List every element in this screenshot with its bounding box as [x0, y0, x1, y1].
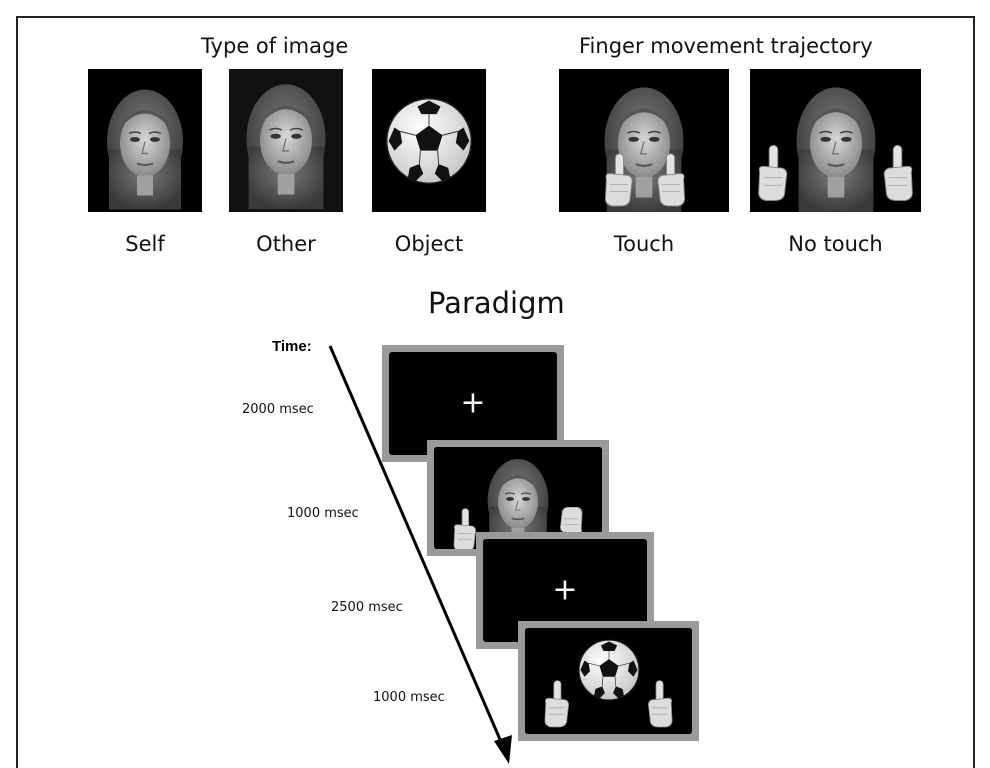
duration-2: 1000 msec — [287, 506, 359, 521]
touch-label: Touch — [613, 232, 675, 256]
finger-trajectory-heading: Finger movement trajectory — [579, 34, 873, 58]
other-face-image — [229, 69, 343, 212]
fixation-cross-icon: + — [460, 384, 486, 420]
duration-4: 1000 msec — [373, 690, 445, 705]
ball-with-fingers-image — [525, 628, 692, 734]
type-of-image-heading: Type of image — [201, 34, 349, 58]
no-touch-label: No touch — [788, 232, 883, 256]
face-fingers-no-touch-image — [750, 69, 921, 212]
screen-ball-stimulus — [518, 621, 699, 741]
face-fingers-touch-image — [559, 69, 729, 212]
duration-1: 2000 msec — [242, 402, 314, 417]
soccer-ball-image — [372, 69, 486, 212]
paradigm-title: Paradigm — [428, 286, 565, 320]
duration-3: 2500 msec — [331, 600, 403, 615]
object-label: Object — [394, 232, 464, 256]
fixation-cross-icon: + — [552, 571, 578, 607]
self-face-image — [88, 69, 202, 212]
other-label: Other — [256, 232, 316, 256]
time-label: Time: — [272, 338, 312, 355]
self-label: Self — [125, 232, 165, 256]
